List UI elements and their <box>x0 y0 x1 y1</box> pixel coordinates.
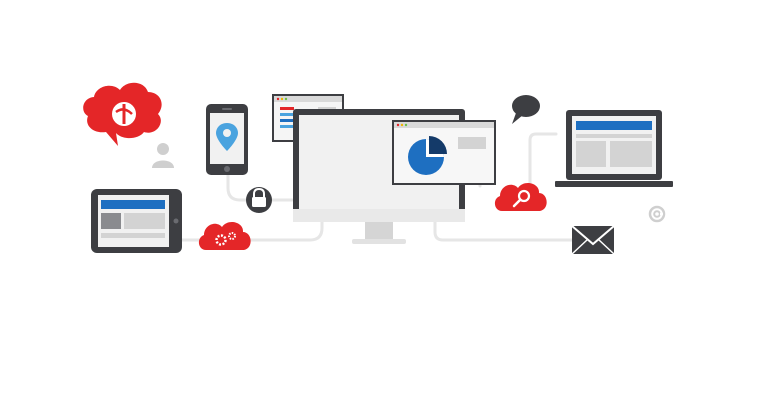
location-pin-icon <box>216 123 238 151</box>
speech-bubble-icon <box>512 95 540 124</box>
envelope-icon <box>571 225 615 255</box>
settings-cloud-icon <box>198 221 251 250</box>
pie-chart-window-icon <box>392 120 496 185</box>
padlock-icon <box>246 187 272 213</box>
user-icon <box>152 143 174 168</box>
chat-cloud-icon <box>83 82 162 146</box>
laptop-icon <box>555 110 673 187</box>
tablet-icon <box>91 189 182 253</box>
search-cloud-icon <box>494 182 547 211</box>
at-sign-icon <box>648 205 666 223</box>
